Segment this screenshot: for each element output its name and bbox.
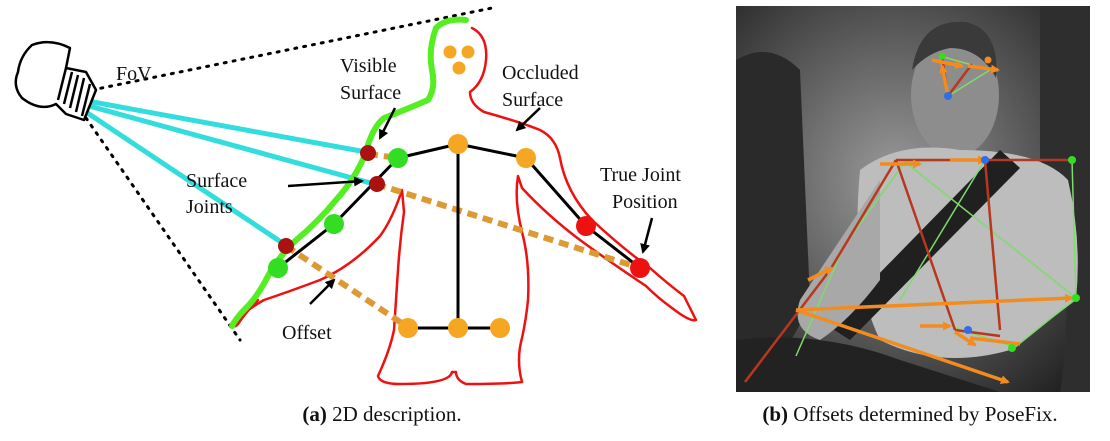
panel-b-photo: (b) Offsets determined by PoseFix.	[736, 6, 1090, 426]
annotation-arrows	[288, 108, 652, 304]
label-surface-joints-1: Surface	[186, 170, 247, 192]
caption-b: (b) Offsets determined by PoseFix.	[762, 402, 1057, 426]
joint-shoulder-left	[388, 148, 408, 168]
label-visible-surface-2: Surface	[340, 82, 401, 104]
camera-ray-3	[80, 108, 284, 244]
caption-b-text: Offsets determined by PoseFix.	[788, 402, 1058, 426]
joint-hip-center	[448, 318, 468, 338]
label-offset: Offset	[282, 322, 332, 344]
joint-hip-left	[398, 318, 418, 338]
joint-neck	[448, 134, 468, 154]
surface-joint-1	[360, 145, 376, 161]
joint-head-1	[444, 46, 457, 59]
caption-a: (a) 2D description.	[302, 402, 461, 426]
label-occluded-surface-1: Occluded	[502, 62, 579, 84]
joint-head-2	[462, 46, 475, 59]
joint-head-3	[453, 62, 466, 75]
panel-a-diagram: FoV Visible Surface Occluded Surface Sur…	[16, 8, 696, 426]
caption-a-text: 2D description.	[327, 402, 462, 426]
surface-joint-3	[278, 238, 294, 254]
label-occluded-surface-2: Surface	[502, 89, 563, 111]
joint-wrist-right-true	[630, 258, 650, 278]
surface-joint-2	[369, 176, 385, 192]
fov-line-lower	[86, 118, 240, 340]
label-true-joint-1: True Joint	[600, 164, 681, 186]
label-fov: FoV	[116, 63, 152, 85]
caption-a-tag: (a)	[302, 402, 327, 426]
joint-elbow-right	[576, 216, 596, 236]
label-visible-surface-1: Visible	[340, 55, 397, 77]
camera-icon	[16, 42, 96, 120]
joint-hip-right	[490, 318, 510, 338]
joint-shoulder-right	[516, 148, 536, 168]
caption-b-tag: (b)	[762, 402, 788, 426]
label-true-joint-2: Position	[612, 191, 678, 213]
joint-elbow-left	[324, 214, 344, 234]
label-surface-joints-2: Joints	[186, 196, 233, 218]
joint-wrist-left	[268, 258, 288, 278]
offset-lines	[286, 154, 640, 326]
